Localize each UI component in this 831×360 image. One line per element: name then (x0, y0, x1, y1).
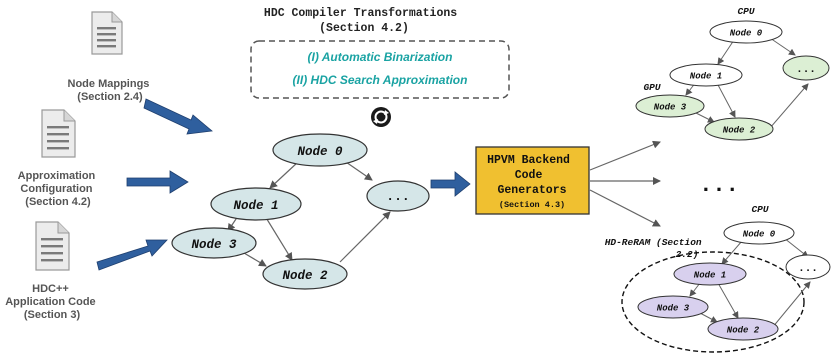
top-node-2: Node 2 (704, 117, 774, 141)
graph-node-ellipsis-label: ... (386, 189, 409, 204)
top-cpu-label: CPU (737, 6, 754, 17)
hpvm-backend-label: HPVM Backend Code Generators (487, 154, 577, 197)
bottom-node-3: Node 3 (637, 295, 709, 319)
transformation-cycle-icon (371, 107, 391, 127)
bottom-node-1: Node 1 (673, 262, 747, 286)
hpvm-backend-box: HPVM Backend Code Generators (Section 4.… (475, 146, 590, 215)
top-node-1: Node 1 (669, 63, 743, 87)
approximation-config-label: Approximation Configuration (Section 4.2… (18, 170, 99, 208)
graph-node-3: Node 3 (171, 227, 257, 259)
hdcpp-code-arrow-icon (96, 239, 168, 271)
svg-text:Node 0: Node 0 (743, 230, 776, 240)
svg-text:Node 2: Node 2 (727, 326, 760, 336)
top-gpu-label: GPU (643, 82, 660, 93)
backend-to-top-target-arrow (589, 140, 661, 171)
svg-text:Node 1: Node 1 (690, 72, 722, 82)
svg-text:...: ... (796, 64, 816, 76)
node-mappings-label: Node Mappings (Section 2.4) (68, 78, 153, 103)
graph-node-ellipsis: ... (366, 180, 430, 212)
backend-to-bottom-target-arrow (589, 189, 661, 227)
edge-node2-ellipsis (339, 211, 391, 263)
bottom-node-ellipsis: ... (785, 254, 831, 280)
graph-node-0-label: Node 0 (297, 145, 343, 159)
approximation-config-document-icon (41, 109, 76, 158)
graph-node-0: Node 0 (272, 133, 368, 167)
top-node-0: Node 0 (709, 20, 783, 44)
top-node-3: Node 3 (635, 94, 705, 118)
hdcpp-code-document-icon (35, 221, 70, 271)
edge-node3-node2 (243, 252, 267, 267)
graph-node-2-label: Node 2 (282, 269, 328, 283)
transformations-box (250, 40, 510, 99)
transformations-title: HDC Compiler Transformations (Section 4.… (264, 7, 464, 35)
node-mappings-arrow-icon (143, 98, 213, 135)
top-node-ellipsis: ... (782, 55, 830, 81)
edge-node0-node1 (269, 161, 299, 189)
bottom-node-0: Node 0 (723, 221, 795, 245)
graph-node-2: Node 2 (262, 258, 348, 290)
bottom-cpu-label: CPU (751, 204, 768, 215)
hd-reram-label: HD-ReRAM (Section 2.2) (605, 237, 708, 260)
hd-reram-region (621, 251, 805, 353)
graph-node-1: Node 1 (210, 187, 302, 221)
graph-node-1-label: Node 1 (233, 199, 278, 213)
transformation-hdc-search-approximation: (II) HDC Search Approximation (293, 73, 468, 87)
svg-text:Node 3: Node 3 (654, 103, 687, 113)
node-mappings-document-icon (91, 11, 123, 55)
edge-node1-node2 (264, 215, 293, 261)
middle-target-ellipsis: ... (699, 173, 739, 198)
transformation-automatic-binarization: (I) Automatic Binarization (308, 50, 453, 64)
svg-text:Node 0: Node 0 (730, 29, 763, 39)
svg-text:Node 1: Node 1 (694, 271, 726, 281)
bottom-node-2: Node 2 (707, 317, 779, 341)
approx-config-arrow-icon (126, 170, 189, 194)
svg-text:Node 3: Node 3 (657, 304, 690, 314)
svg-text:...: ... (798, 263, 818, 275)
graph-to-backend-arrow-icon (430, 171, 471, 197)
hdcpp-code-label: HDC++ Application Code (Section 3) (5, 283, 99, 321)
svg-text:Node 2: Node 2 (723, 126, 756, 136)
graph-node-3-label: Node 3 (191, 238, 237, 252)
hpvm-backend-section: (Section 4.3) (499, 200, 565, 210)
